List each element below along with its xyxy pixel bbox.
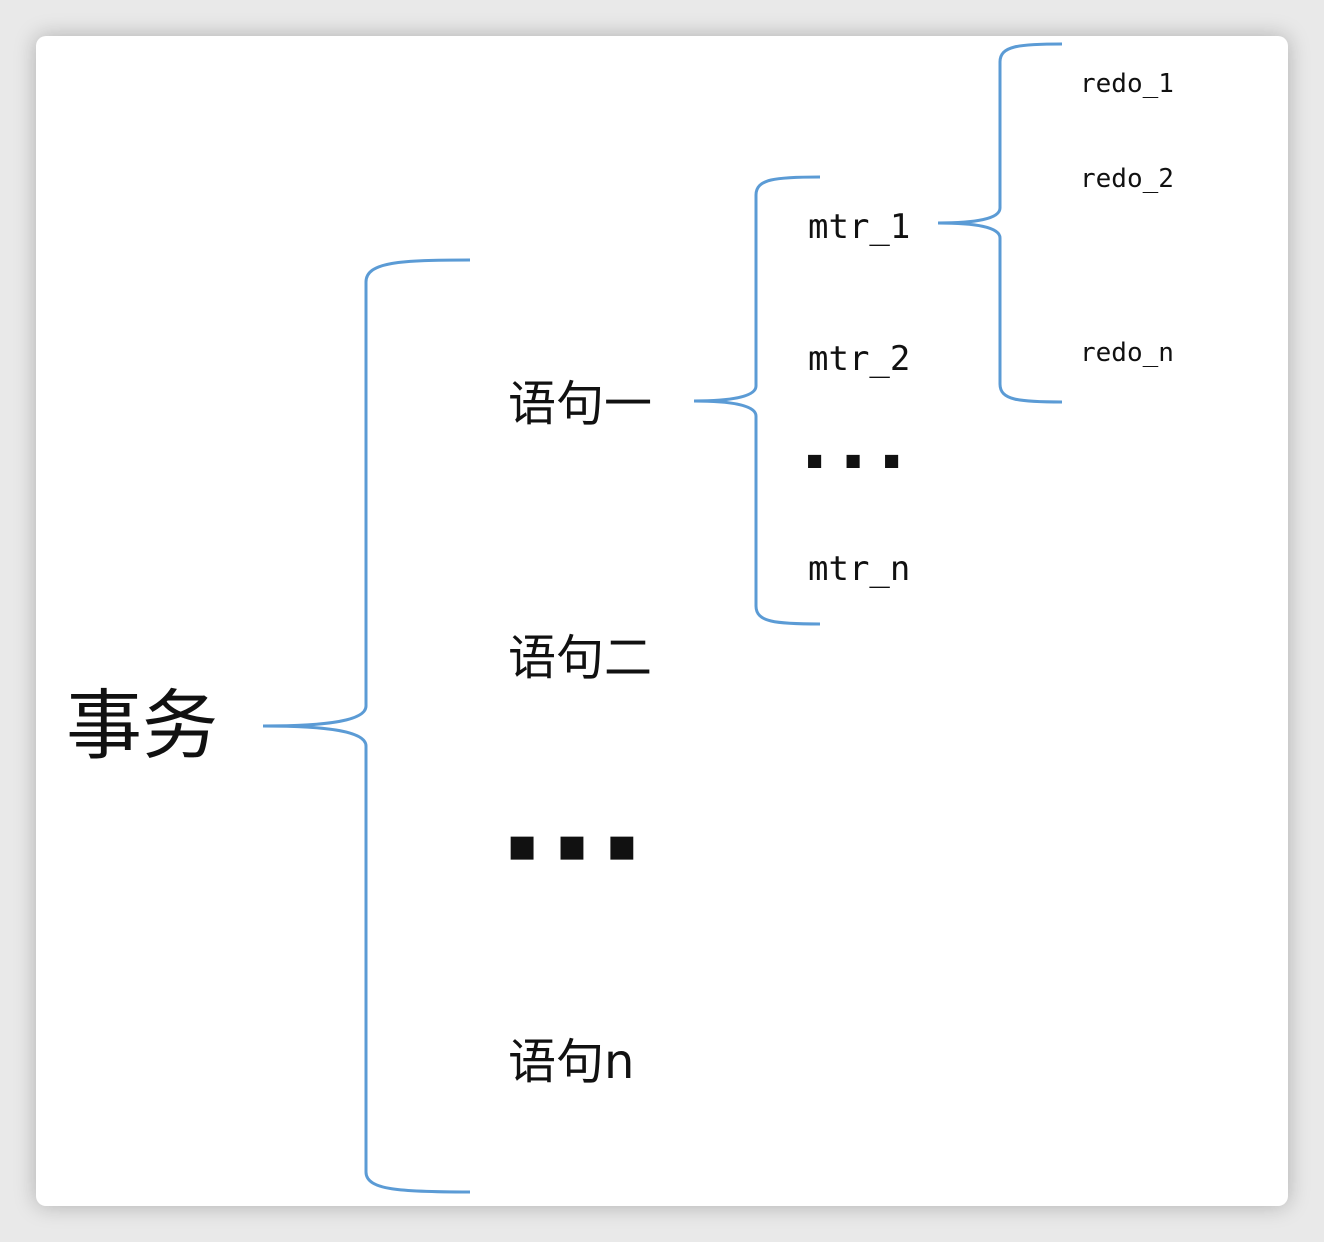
diagram-canvas — [36, 36, 1288, 1206]
statement-bracket — [693, 175, 821, 626]
mtr-bracket — [937, 42, 1063, 404]
mtr-2-label: mtr_2 — [808, 339, 911, 379]
mtr-n-label: mtr_n — [808, 549, 911, 589]
redo-2-label: redo_2 — [1080, 164, 1174, 194]
mtr-1-label: mtr_1 — [808, 207, 911, 247]
statement-n-label: 语句n — [508, 1034, 635, 1090]
statement-1-label: 语句一 — [508, 376, 653, 432]
redo-1-label: redo_1 — [1080, 69, 1174, 99]
redo-n-label: redo_n — [1080, 338, 1174, 368]
mtr-ellipsis: ■ ■ ■ — [808, 448, 905, 473]
transaction-label: 事务 — [66, 681, 218, 770]
transaction-bracket — [262, 258, 471, 1194]
statement-ellipsis: ■ ■ ■ — [508, 829, 643, 864]
statement-2-label: 语句二 — [508, 630, 653, 686]
